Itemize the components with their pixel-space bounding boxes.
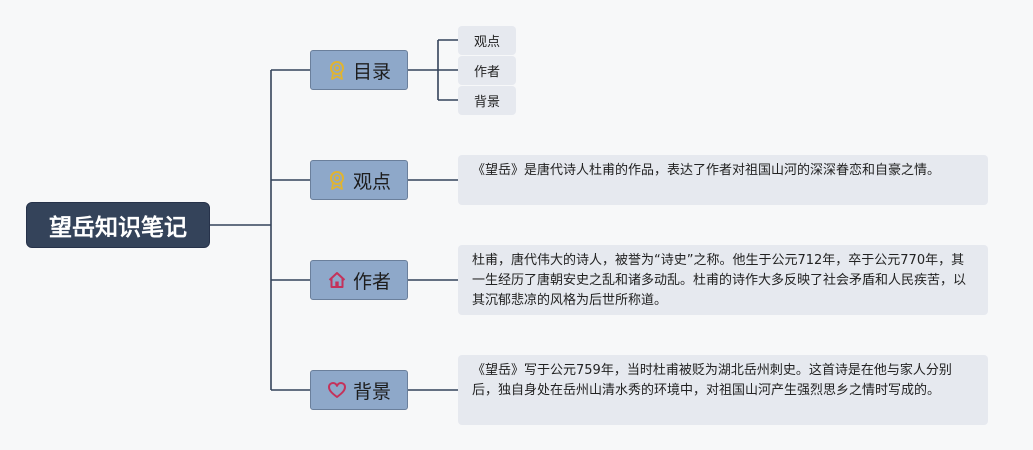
branch-label: 背景 bbox=[352, 380, 391, 403]
branch-node-toc[interactable]: 目录 bbox=[310, 50, 408, 90]
root-title: 望岳知识笔记 bbox=[49, 215, 187, 241]
branch-label: 作者 bbox=[352, 270, 391, 293]
toc-item-label: 作者 bbox=[473, 65, 500, 80]
branch-node-viewpoint[interactable]: 观点 bbox=[310, 160, 408, 200]
toc-item-background[interactable]: 背景 bbox=[458, 86, 516, 115]
branch-node-author[interactable]: 作者 bbox=[310, 260, 408, 300]
heart-icon bbox=[327, 380, 347, 400]
branch-label: 目录 bbox=[352, 60, 391, 83]
toc-item-viewpoint[interactable]: 观点 bbox=[458, 26, 516, 55]
leaf-text: 《望岳》是唐代诗人杜甫的作品，表达了作者对祖国山河的深深眷恋和自豪之情。 bbox=[472, 163, 941, 178]
branch-node-background[interactable]: 背景 bbox=[310, 370, 408, 410]
leaf-background-text[interactable]: 《望岳》写于公元759年，当时杜甫被贬为湖北岳州刺史。这首诗是在他与家人分别后，… bbox=[458, 355, 988, 425]
branch-label: 观点 bbox=[352, 170, 391, 193]
toc-item-author[interactable]: 作者 bbox=[458, 56, 516, 85]
root-node[interactable]: 望岳知识笔记 bbox=[26, 202, 210, 248]
medal-icon bbox=[327, 60, 347, 80]
house-icon bbox=[327, 270, 347, 290]
toc-item-label: 观点 bbox=[473, 35, 500, 50]
leaf-text: 杜甫，唐代伟大的诗人，被誉为“诗史”之称。他生于公元712年，卒于公元770年，… bbox=[472, 253, 967, 308]
toc-item-label: 背景 bbox=[473, 95, 500, 110]
connector-toc bbox=[408, 39, 458, 101]
leaf-text: 《望岳》写于公元759年，当时杜甫被贬为湖北岳州刺史。这首诗是在他与家人分别后，… bbox=[472, 363, 952, 398]
medal-icon bbox=[327, 170, 347, 190]
leaf-author-text[interactable]: 杜甫，唐代伟大的诗人，被誉为“诗史”之称。他生于公元712年，卒于公元770年，… bbox=[458, 245, 988, 315]
leaf-viewpoint-text[interactable]: 《望岳》是唐代诗人杜甫的作品，表达了作者对祖国山河的深深眷恋和自豪之情。 bbox=[458, 155, 988, 205]
